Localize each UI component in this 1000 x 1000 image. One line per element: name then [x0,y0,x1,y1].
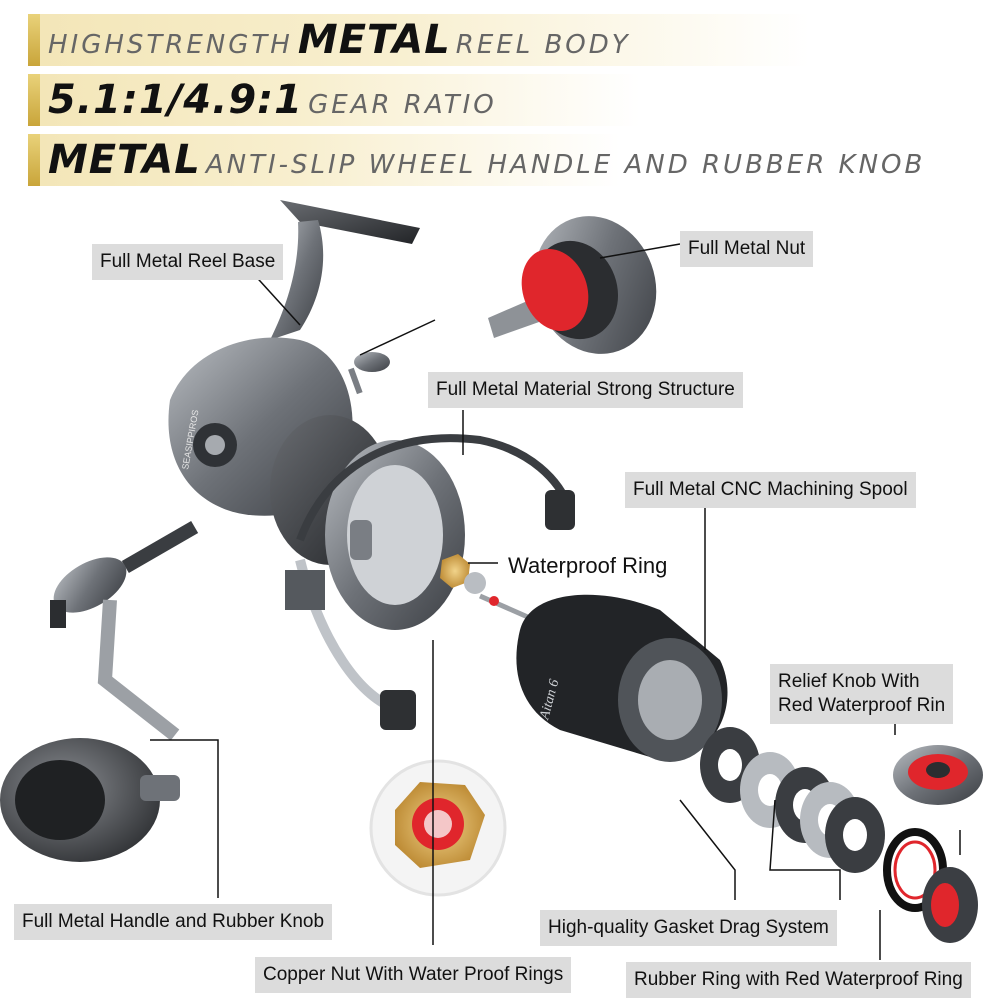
small-screw [348,352,390,395]
metal-nut [488,216,657,354]
label-cnc-spool: Full Metal CNC Machining Spool [625,472,916,508]
label-gasket-drag: High-quality Gasket Drag System [540,910,837,946]
label-reel-base: Full Metal Reel Base [92,244,284,280]
copper-nut-small [440,554,532,621]
label-relief-knob: Relief Knob With Red Waterproof Rin [770,664,954,724]
reel-base [270,200,420,340]
header-tail: ANTI-SLIP WHEEL HANDLE AND RUBBER KNOB [205,150,926,180]
header-bold: METAL [48,137,201,183]
header-tail: REEL BODY [455,30,631,60]
label-copper-nut: Copper Nut With Water Proof Rings [255,957,572,993]
header-bold: 5.1:1/4.9:1 [48,77,303,123]
header-handle: METAL ANTI-SLIP WHEEL HANDLE AND RUBBER … [28,134,922,186]
relief-knob [893,745,983,805]
rotor-assembly [270,415,575,730]
header-lead: HIGHSTRENGTH [48,30,293,60]
label-relief-knob-line2: Red Waterproof Rin [778,695,946,716]
handle [0,520,199,862]
rubber-rings [883,828,978,943]
label-handle-knob: Full Metal Handle and Rubber Knob [14,904,333,940]
header-metal-body: HIGHSTRENGTH METAL REEL BODY [28,14,810,66]
header-bold: METAL [297,17,451,63]
label-metal-nut: Full Metal Nut [680,231,814,267]
copper-nut-zoom [369,759,507,897]
label-relief-knob-line1: Relief Knob With [778,671,920,692]
label-strong-structure: Full Metal Material Strong Structure [428,372,743,408]
header-tail: GEAR RATIO [308,90,497,120]
header-gear-ratio: 5.1:1/4.9:1 GEAR RATIO [28,74,648,126]
gasket-drag-washers [700,727,885,873]
label-rubber-ring: Rubber Ring with Red Waterproof Ring [626,962,971,998]
spool: Aitan 6 [516,594,728,762]
label-waterproof-ring: Waterproof Ring [500,548,676,584]
